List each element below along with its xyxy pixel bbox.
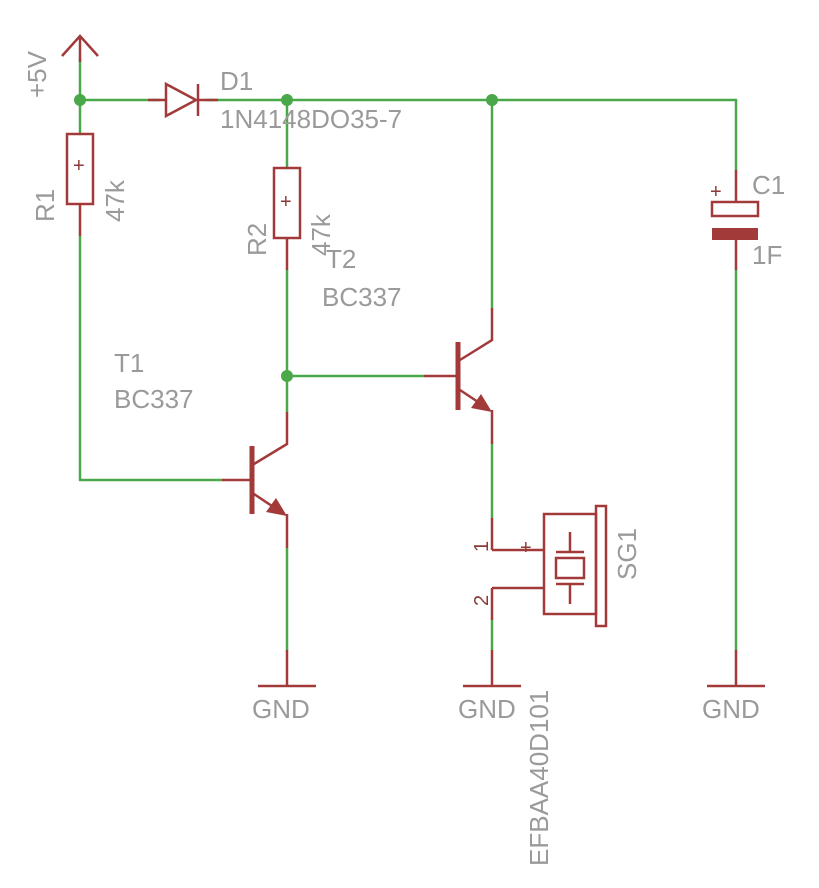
diode-triangle-icon xyxy=(164,81,199,119)
r2-name: R2 xyxy=(242,223,272,256)
t1-collector xyxy=(253,412,289,466)
sg1-name: SG1 xyxy=(612,528,642,580)
gnd-label: GND xyxy=(702,694,760,724)
ground-c1[interactable]: GND xyxy=(702,650,765,724)
sg1-edge xyxy=(594,504,608,628)
c1-plus: + xyxy=(710,181,722,203)
t2-collector xyxy=(459,308,494,362)
r2-value: 47k xyxy=(306,213,336,256)
sg1-pin1: 1 xyxy=(471,541,493,552)
t2-emitter-arrow-icon xyxy=(471,394,492,412)
r2-mark: + xyxy=(280,191,292,213)
ground-sg1[interactable]: GND xyxy=(458,650,521,724)
c1-plate-bottom xyxy=(712,228,758,240)
capacitor-c1[interactable]: + C1 1F xyxy=(710,170,785,270)
c1-name: C1 xyxy=(752,170,785,200)
junctions xyxy=(74,94,498,382)
buzzer-sg1[interactable]: + 1 2 SG1 EFBAA40D101 xyxy=(471,504,642,866)
r1-mark: + xyxy=(73,155,85,177)
sg1-value: EFBAA40D101 xyxy=(524,690,554,866)
resistor-r1[interactable]: + R1 47k xyxy=(30,132,130,236)
transistor-t2[interactable]: T2 BC337 xyxy=(322,244,494,444)
c1-plate-top xyxy=(710,200,760,218)
t1-value: BC337 xyxy=(114,384,194,414)
diode-d1[interactable]: D1 1N4148DO35-7 xyxy=(148,66,402,134)
t2-value: BC337 xyxy=(322,282,402,312)
sg1-pin2: 2 xyxy=(471,595,493,606)
junction-t2 xyxy=(486,94,498,106)
d1-value: 1N4148DO35-7 xyxy=(220,104,402,134)
supply-symbol[interactable]: +5V xyxy=(22,34,99,98)
t2-name: T2 xyxy=(326,244,356,274)
gnd-label: GND xyxy=(458,694,516,724)
junction-r2 xyxy=(281,94,293,106)
d1-name: D1 xyxy=(220,66,253,96)
t1-name: T1 xyxy=(114,348,144,378)
supply-label: +5V xyxy=(22,50,52,98)
junction-supply xyxy=(74,94,86,106)
sg1-crystal-icon xyxy=(554,556,586,580)
r1-value: 47k xyxy=(100,179,130,222)
transistor-t1[interactable]: T1 BC337 xyxy=(114,348,289,548)
c1-value: 1F xyxy=(752,240,782,270)
sg1-plus: + xyxy=(520,537,532,559)
junction-base-node xyxy=(281,370,293,382)
wires xyxy=(78,56,738,652)
r1-name: R1 xyxy=(30,189,60,222)
t1-emitter-arrow-icon xyxy=(266,498,287,516)
resistor-r2[interactable]: + R2 47k xyxy=(242,166,336,270)
ground-t1[interactable]: GND xyxy=(252,650,316,724)
gnd-label: GND xyxy=(252,694,310,724)
